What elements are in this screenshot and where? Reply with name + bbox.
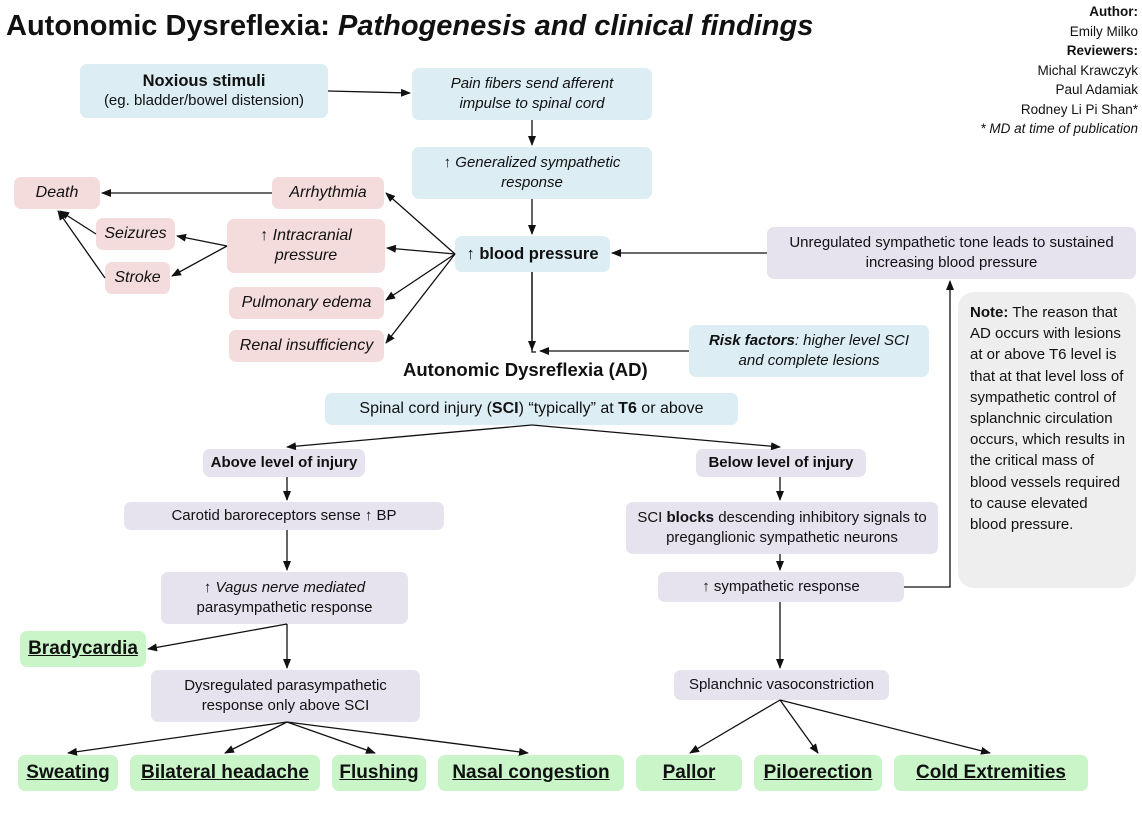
arrow [286, 721, 529, 756]
arrow [385, 192, 456, 255]
arrow [689, 699, 781, 754]
reviewer-name: Michal Krawczyk [1037, 62, 1138, 78]
arrow [176, 233, 228, 247]
flushing-box: Flushing [332, 755, 426, 791]
page-title: Autonomic Dysreflexia: Pathogenesis and … [6, 10, 813, 43]
reviewer-name: Paul Adamiak [1055, 82, 1138, 97]
arrow [59, 210, 97, 235]
vagus-nerve-box: ↑ Vagus nerve mediated parasympathetic r… [161, 572, 408, 624]
arrow [327, 88, 411, 97]
arrow [286, 721, 376, 754]
credits-footnote: * MD at time of publication [980, 121, 1138, 136]
seizures-box: Seizures [96, 218, 175, 250]
sci-text: ) “typically” at [518, 400, 619, 417]
pulmonary-edema-box: Pulmonary edema [229, 287, 384, 319]
sweating-box: Sweating [18, 755, 118, 791]
autonomic-dysreflexia-label: Autonomic Dysreflexia (AD) [403, 359, 648, 380]
risk-text: : higher level SCI and complete lesions [738, 332, 910, 369]
vagus-text: ↑ Vagus nerve mediated [203, 579, 366, 596]
nasal-congestion-box: Nasal congestion [438, 755, 624, 791]
arrow [385, 253, 456, 344]
arrow [286, 424, 533, 451]
arrow [67, 721, 288, 756]
arrow [385, 253, 456, 301]
sci-blocks-box: SCI blocks descending inhibitory signals… [626, 502, 938, 554]
intracranial-pressure-box: ↑ Intracranial pressure [227, 219, 385, 273]
splanchnic-vasoconstriction-box: Splanchnic vasoconstriction [674, 670, 889, 700]
note-box: Note: The reason that AD occurs with les… [958, 292, 1136, 588]
title-main: Autonomic Dysreflexia: [6, 10, 330, 42]
reviewer-name: Rodney Li Pi Shan* [1020, 101, 1138, 117]
sci-blocks-bold: blocks [666, 509, 715, 526]
unregulated-tone-box: Unregulated sympathetic tone leads to su… [767, 227, 1136, 279]
author-name: Emily Milko [1069, 23, 1138, 39]
generalized-sympathetic-box: ↑ Generalized sympathetic response [412, 147, 652, 199]
below-level-box: Below level of injury [696, 449, 866, 477]
arrow [386, 244, 456, 255]
reviewers-label: Reviewers [1066, 43, 1134, 58]
piloerection-box: Piloerection [754, 755, 882, 791]
sci-blocks-text: SCI [637, 509, 667, 526]
arrow [531, 424, 781, 451]
noxious-title: Noxious stimuli [142, 72, 266, 90]
spinal-cord-injury-box: Spinal cord injury (SCI) “typically” at … [325, 393, 738, 425]
death-box: Death [14, 177, 100, 209]
arrhythmia-box: Arrhythmia [272, 177, 384, 209]
sci-abbrev: SCI [491, 400, 519, 417]
arrow [224, 721, 288, 754]
author-label: Author [1089, 4, 1134, 19]
vagus-text: parasympathetic response [196, 599, 373, 616]
note-label: Note: [970, 304, 1009, 321]
risk-label: Risk factors [708, 332, 795, 349]
pain-fibers-box: Pain fibers send afferent impulse to spi… [412, 68, 652, 120]
pallor-box: Pallor [636, 755, 742, 791]
arrow [779, 699, 991, 755]
risk-factors-box: Risk factors: higher level SCI and compl… [689, 325, 929, 377]
sympathetic-response-box: ↑ sympathetic response [658, 572, 904, 602]
sci-text: or above [636, 400, 704, 417]
arrow [779, 699, 819, 754]
bradycardia-box: Bradycardia [20, 631, 146, 667]
arrow [147, 623, 288, 652]
credits: Author: Emily Milko Reviewers: Michal Kr… [980, 2, 1138, 139]
title-sub: Pathogenesis and clinical findings [337, 10, 814, 42]
dysregulated-parasympathetic-box: Dysregulated parasympathetic response on… [151, 670, 420, 722]
carotid-baroreceptors-box: Carotid baroreceptors sense ↑ BP [124, 502, 444, 530]
blood-pressure-box: ↑ blood pressure [455, 236, 610, 272]
arrow [531, 272, 536, 353]
sci-level: T6 [618, 400, 637, 417]
stroke-box: Stroke [105, 262, 170, 294]
sci-text: Spinal cord injury ( [359, 400, 492, 417]
arrow [171, 245, 228, 277]
noxious-sub: (eg. bladder/bowel distension) [103, 92, 305, 109]
renal-insufficiency-box: Renal insufficiency [229, 330, 384, 362]
bilateral-headache-box: Bilateral headache [130, 755, 320, 791]
cold-extremities-box: Cold Extremities [894, 755, 1088, 791]
noxious-stimuli-box: Noxious stimuli (eg. bladder/bowel diste… [80, 64, 328, 118]
sci-blocks-text: descending inhibitory signals to pregang… [666, 509, 927, 546]
note-text: The reason that AD occurs with lesions a… [970, 304, 1126, 534]
above-level-box: Above level of injury [203, 449, 365, 477]
